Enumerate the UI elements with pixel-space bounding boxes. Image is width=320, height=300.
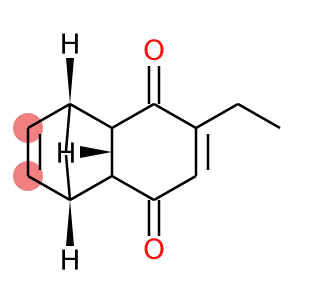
atom-label-o-bottom: O [143,233,165,266]
molecule-canvas: H H H O O [13,27,281,277]
molecule-structure: H H H O O [13,28,281,277]
bond-c3-c4 [27,174,71,202]
wedge-h-bottom [66,200,74,246]
atom-label-h-bottom: H [59,244,80,277]
bond-ethyl-ch2-ch3 [237,102,281,130]
bond-bridge-upper [64,103,72,152]
atom-label-o-top: O [143,34,165,67]
bond-c8a-c8 [111,102,155,130]
bond-bridge-lower [64,154,72,201]
bond-c5-c4a [111,174,155,202]
bond-c6-c5 [153,174,197,202]
atom-label-h-bridge: H [55,137,76,170]
wedge-h-top [66,58,74,104]
bond-c7-ethyl-ch2 [195,102,239,130]
bond-c8-c7 [153,102,197,130]
atom-label-h-top: H [59,28,80,61]
bond-c4-c4a [69,174,113,202]
bond-c1-c8a [69,102,113,130]
bond-c1-c2 [27,102,71,130]
wedge-h-bridge [80,146,112,158]
